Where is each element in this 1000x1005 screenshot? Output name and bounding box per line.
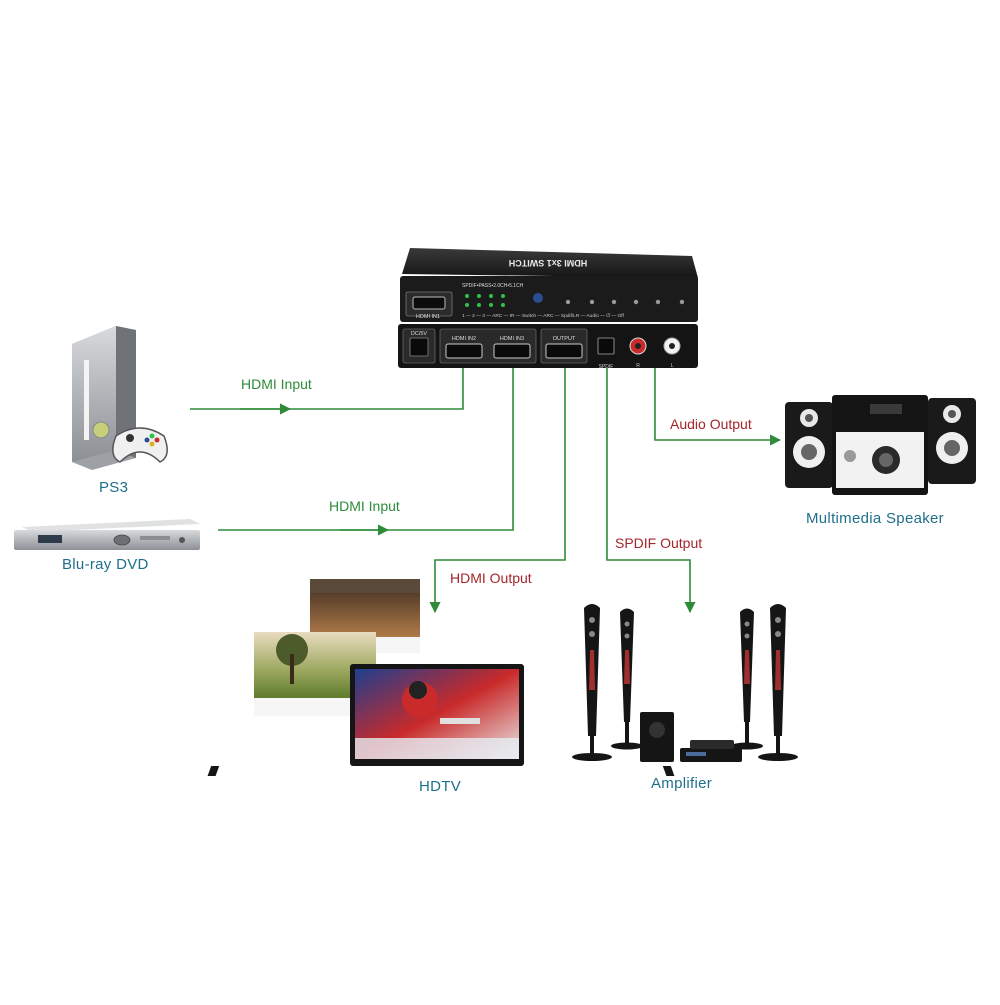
audio-r-label: R <box>636 363 640 369</box>
spdif-port <box>597 337 615 355</box>
multimedia-speaker <box>785 395 976 495</box>
tower-speaker-2 <box>611 608 643 750</box>
bluray-player <box>14 519 200 550</box>
bluray-link-label: HDMI Input <box>329 498 400 514</box>
hdmi-in3-label: HDMI IN3 <box>500 336 524 342</box>
switch-front-panel <box>400 276 698 322</box>
subwoofer <box>640 712 674 762</box>
hdtv-link-label: HDMI Output <box>450 570 532 586</box>
hdmi-in2-port <box>445 343 483 359</box>
button-row-labels: 1 — 2 — 3 — ARC — IR — Switch — ARC — Sp… <box>462 313 624 319</box>
tower-speaker-1 <box>572 604 612 761</box>
bluray-input-line <box>218 368 514 531</box>
left-satellite <box>785 402 833 488</box>
spdif-output-line <box>606 368 696 614</box>
dc-power-jack <box>409 337 429 357</box>
right-satellite <box>928 398 976 484</box>
home-theater-system <box>572 604 798 762</box>
tv-stand <box>662 766 675 776</box>
receiver-unit <box>680 740 742 762</box>
speaker-device-label: Multimedia Speaker <box>806 510 944 527</box>
hdmi-switch-box: HDMI 3x1 SWITCH HDMI IN1 SPDIF•PASS•2.0C… <box>398 248 698 370</box>
amplifier-device-label: Amplifier <box>651 775 713 792</box>
hdmi-output-port <box>545 343 583 359</box>
spdif-label: SPDIF <box>599 364 614 370</box>
speaker-link-label: Audio Output <box>670 416 752 432</box>
dc-power-label: DC/5V <box>411 331 428 337</box>
switch-top-face <box>402 248 698 278</box>
bluray-device-label: Blu-ray DVD <box>62 556 149 573</box>
switch-top-label: HDMI 3x1 SWITCH <box>509 258 588 268</box>
hdmi-in1-label: HDMI IN1 <box>416 314 440 320</box>
amp-link-label: SPDIF Output <box>615 535 703 551</box>
hdmi-in2-label: HDMI IN2 <box>452 336 476 342</box>
hdtv-device-label: HDTV <box>419 778 462 795</box>
game-controller <box>112 427 168 463</box>
ps3-input-line <box>190 368 464 410</box>
hdmi-in3-port <box>493 343 531 359</box>
indicator-leds <box>465 293 685 307</box>
ps3-device-label: PS3 <box>99 479 129 496</box>
connection-lines <box>190 368 782 614</box>
tower-speaker-4 <box>758 604 798 761</box>
ps3-link-label: HDMI Input <box>241 376 312 392</box>
indicator-caption: SPDIF•PASS•2.0CH•5.1CH <box>462 283 524 289</box>
audio-l-label: L <box>671 363 674 369</box>
tower-speaker-3 <box>731 608 763 750</box>
hdtv-output-line <box>429 368 566 614</box>
hdmi-output-label: OUTPUT <box>553 336 576 342</box>
hdmi-in1-port <box>412 296 446 310</box>
hdtv-group <box>207 579 675 776</box>
subwoofer-unit <box>832 395 928 495</box>
audio-output-line <box>654 368 782 446</box>
